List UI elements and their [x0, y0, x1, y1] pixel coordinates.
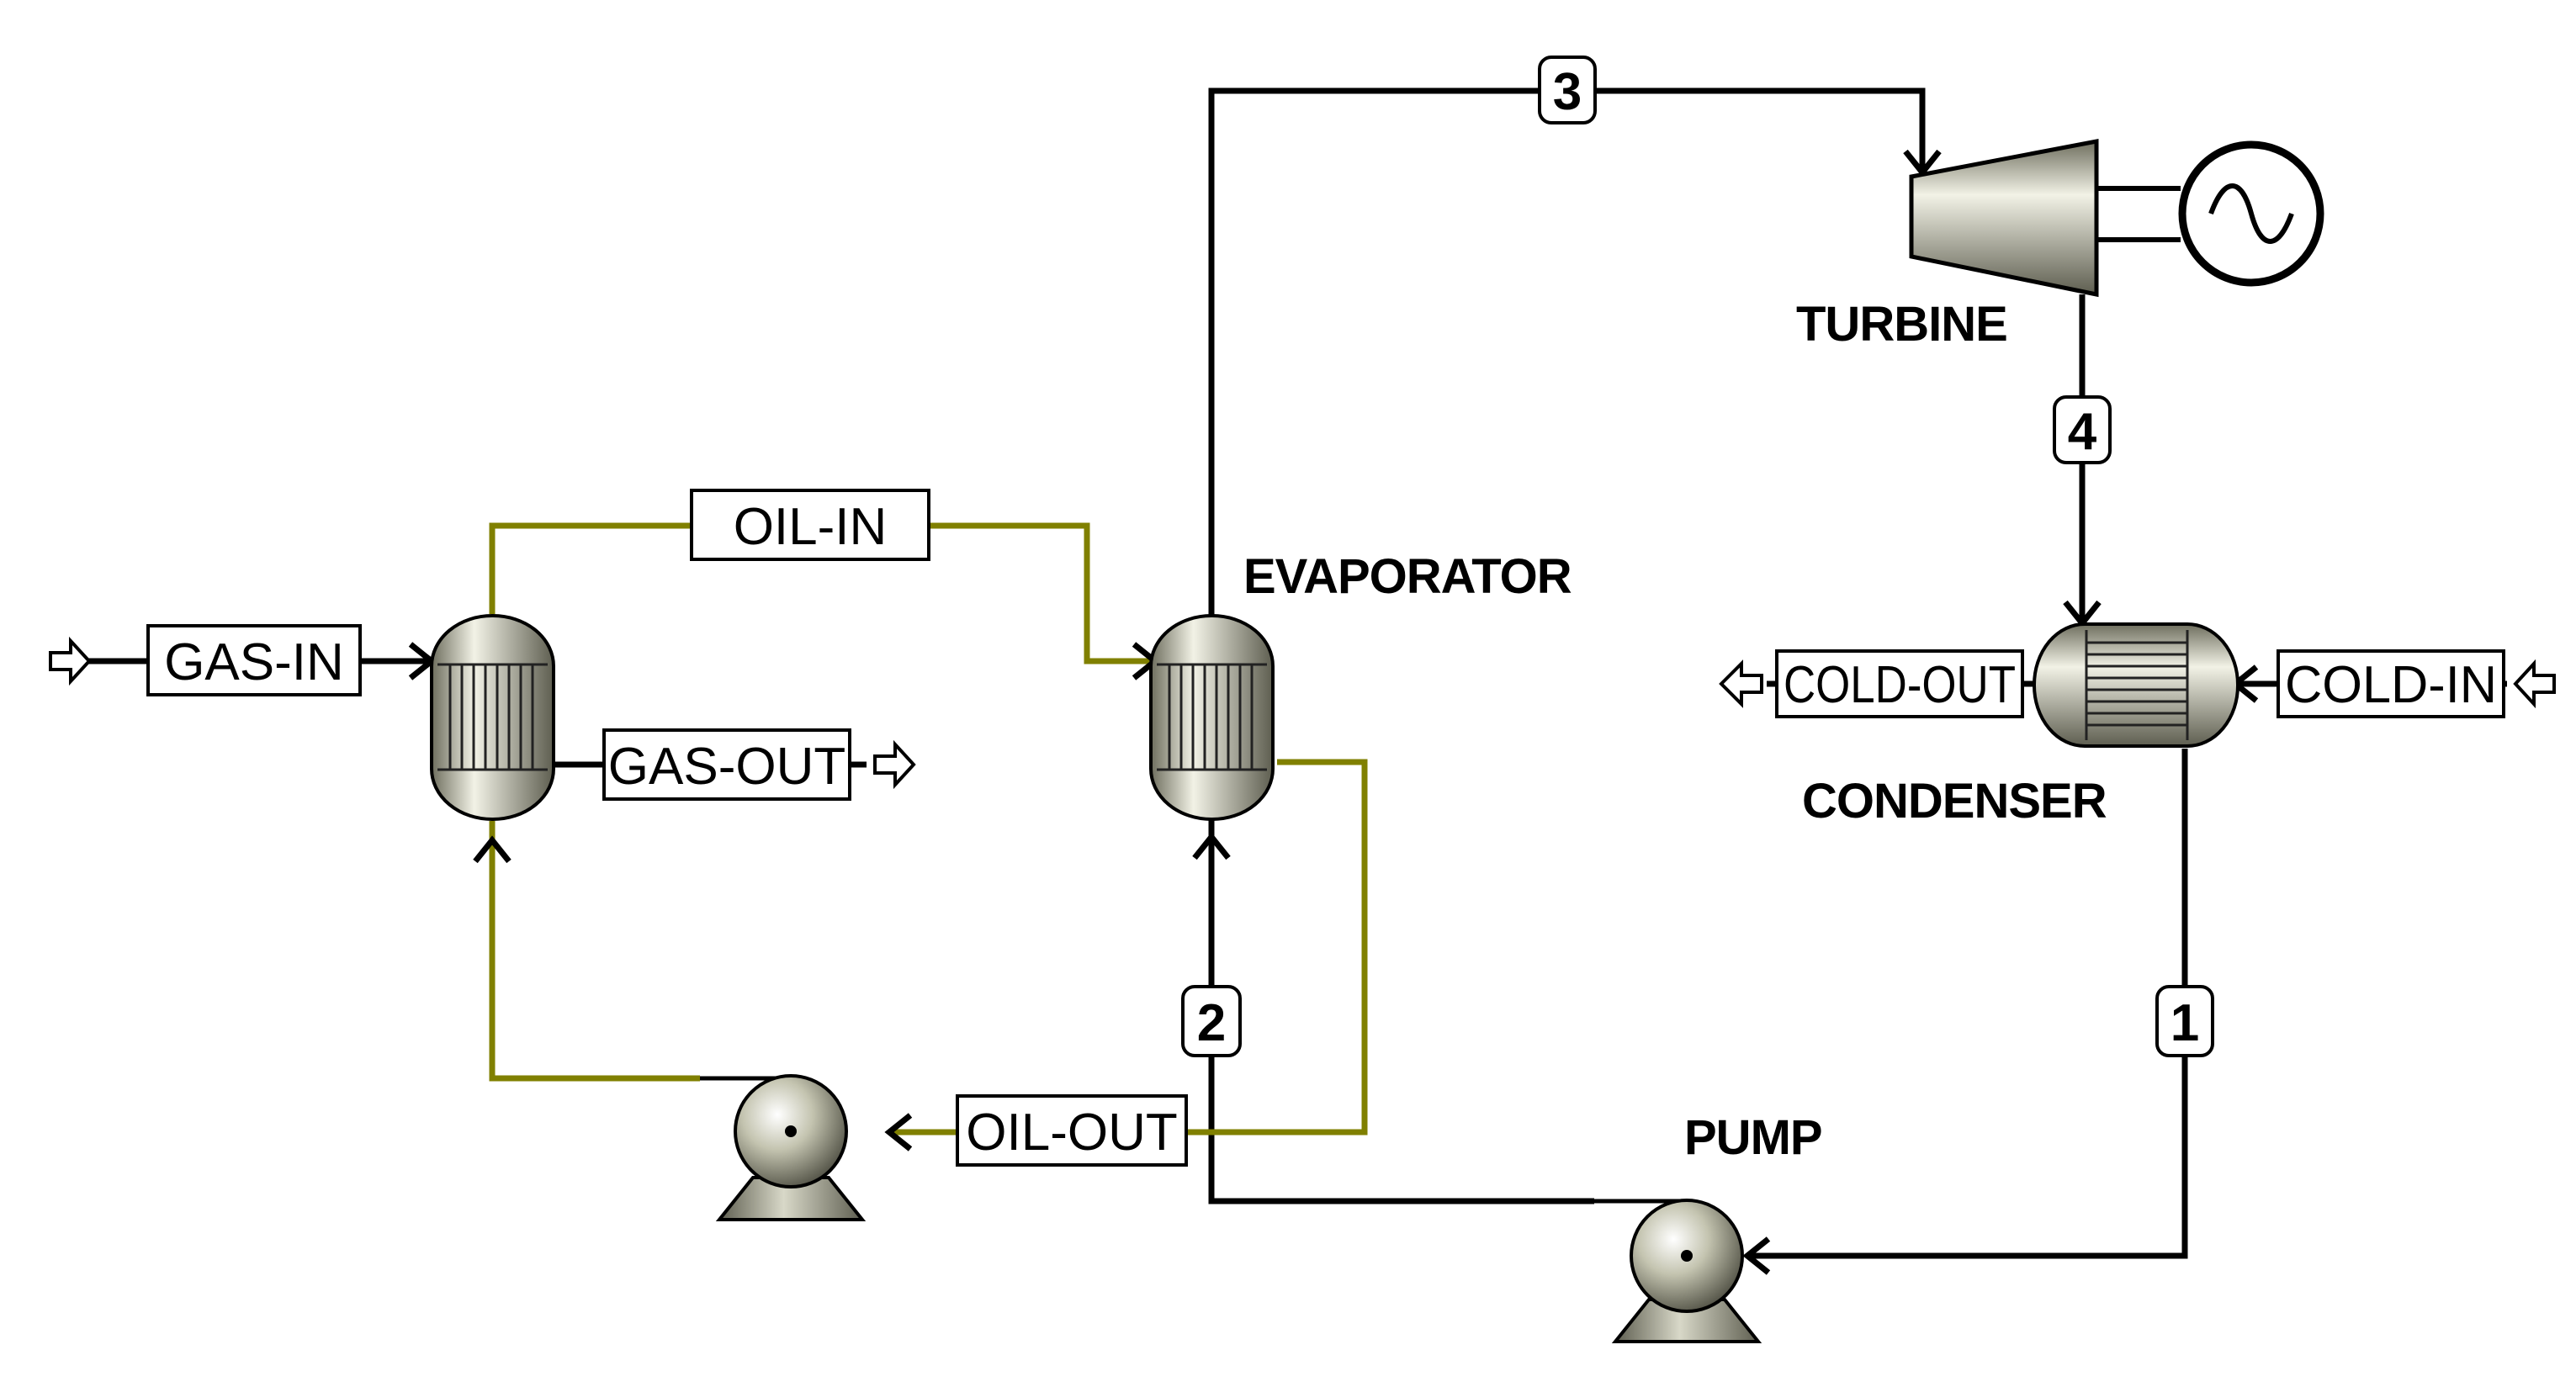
cold-in-text: COLD-IN	[2285, 656, 2497, 714]
stream-2-tag[interactable]: 2	[1181, 985, 1242, 1057]
stream-1-tag[interactable]: 1	[2155, 985, 2214, 1057]
oil-in-text: OIL-IN	[734, 498, 888, 556]
oil-out-arrowhead	[884, 1113, 913, 1151]
cold-in-label[interactable]: COLD-IN	[2277, 649, 2505, 718]
oil-recycle-arrowhead	[473, 835, 511, 864]
pump-icon[interactable]	[1594, 1199, 1762, 1343]
stream-3-tag[interactable]: 3	[1538, 56, 1597, 124]
cold-in-feed-arrow-icon	[2513, 659, 2556, 709]
gas-out-product-arrow-icon	[873, 739, 916, 790]
gas-in-text: GAS-IN	[164, 633, 344, 691]
stream-1-arrowhead	[1742, 1236, 1771, 1275]
oil-out-text: OIL-OUT	[966, 1104, 1177, 1162]
stream-2-number: 2	[1197, 994, 1226, 1052]
pump-label: PUMP	[1684, 1110, 1822, 1165]
oil-out-label[interactable]: OIL-OUT	[956, 1094, 1188, 1167]
stream-4-tag[interactable]: 4	[2053, 395, 2112, 464]
gas-heater-heat-exchanger-icon[interactable]	[430, 614, 555, 821]
oil-in-label[interactable]: OIL-IN	[690, 489, 930, 561]
stream-2-line[interactable]	[1208, 818, 1594, 1204]
gas-in-label[interactable]: GAS-IN	[146, 624, 362, 696]
stream-2-arrowhead	[1192, 832, 1231, 860]
oil-pump-icon[interactable]	[700, 1074, 867, 1221]
cold-out-label[interactable]: COLD-OUT	[1775, 649, 2024, 718]
gas-out-text: GAS-OUT	[608, 738, 845, 796]
evaporator-label: EVAPORATOR	[1243, 549, 1572, 604]
oil-in-line[interactable]	[489, 522, 1153, 664]
evaporator-heat-exchanger-icon[interactable]	[1149, 614, 1275, 821]
condenser-heat-exchanger-icon[interactable]	[2033, 622, 2239, 748]
stream-3-line[interactable]	[1208, 87, 1926, 629]
cold-out-product-arrow-icon	[1719, 659, 1763, 708]
oil-out-line[interactable]	[892, 759, 1368, 1136]
stream-3-number: 3	[1553, 63, 1582, 121]
stream-1-number: 1	[2171, 994, 2199, 1052]
oil-recycle-line[interactable]	[489, 821, 700, 1082]
gas-out-label[interactable]: GAS-OUT	[602, 728, 851, 801]
stream-1-line[interactable]	[1750, 749, 2188, 1259]
stream-4-number: 4	[2068, 403, 2097, 461]
generator-sine-icon	[2178, 140, 2324, 287]
turbine-label: TURBINE	[1796, 297, 2007, 352]
turbine-icon[interactable]	[1909, 138, 2181, 298]
gas-in-feed-arrow-icon	[49, 636, 92, 686]
condenser-label: CONDENSER	[1802, 774, 2107, 828]
cold-out-text: COLD-OUT	[1784, 656, 2016, 714]
